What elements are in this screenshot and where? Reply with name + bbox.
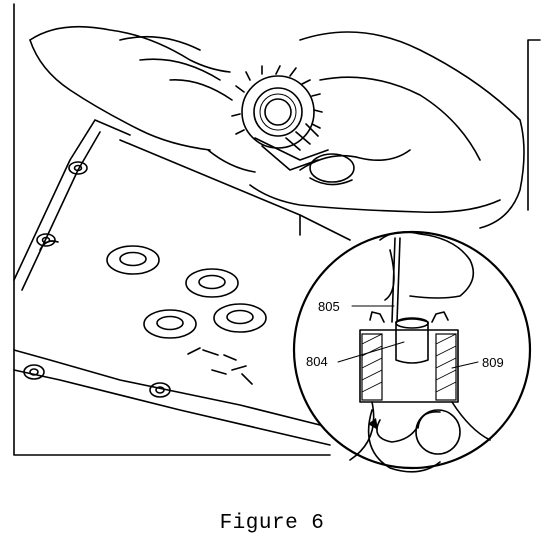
hands-holding-gear (29, 25, 525, 229)
thrust-washers (106, 245, 267, 339)
technical-illustration: 805 804 809 (13, 3, 541, 473)
callout-809: 809 (482, 355, 504, 370)
needle-rollers (187, 347, 253, 385)
callout-805: 805 (318, 299, 340, 314)
figure-frame (13, 3, 541, 456)
case-housing (13, 119, 351, 446)
pinion-gear (231, 65, 329, 171)
detail-inset (292, 230, 532, 473)
callout-804: 804 (306, 354, 328, 369)
figure-caption: Figure 6 (219, 512, 325, 535)
